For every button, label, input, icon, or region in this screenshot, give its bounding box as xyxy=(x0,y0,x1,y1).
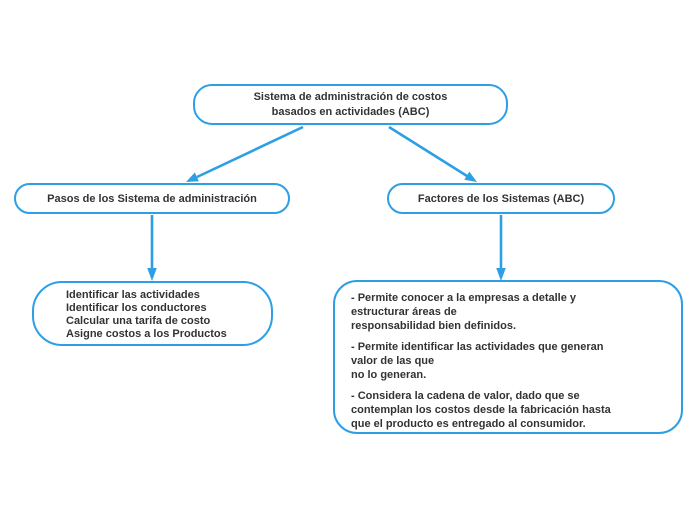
node-steps: Pasos de los Sistema de administración xyxy=(14,183,290,214)
arrow-root-to-factors xyxy=(388,125,477,182)
arrow-factors-to-detail xyxy=(496,215,506,281)
node-root-line-1: Sistema de administración de costos xyxy=(253,90,448,103)
node-steps-detail: Identificar las actividades Identificar … xyxy=(32,281,273,346)
node-factors-label: Factores de los Sistemas (ABC) xyxy=(417,192,585,205)
node-steps-label: Pasos de los Sistema de administración xyxy=(47,192,257,205)
node-factors: Factores de los Sistemas (ABC) xyxy=(387,183,615,214)
arrow-steps-to-detail xyxy=(147,215,157,281)
node-root-line-2: basados en actividades (ABC) xyxy=(271,105,430,118)
factors-detail-paragraph-1: - Permite conocer a la empresas a detall… xyxy=(351,292,577,332)
arrow-root-to-steps xyxy=(186,125,304,182)
factors-detail-paragraph-3: - Considera la cadena de valor, dado que… xyxy=(351,390,611,430)
node-factors-detail: - Permite conocer a la empresas a detall… xyxy=(333,280,683,434)
factors-detail-paragraph-2: - Permite identificar las actividades qu… xyxy=(351,341,604,381)
node-root: Sistema de administración de costos basa… xyxy=(193,84,508,125)
